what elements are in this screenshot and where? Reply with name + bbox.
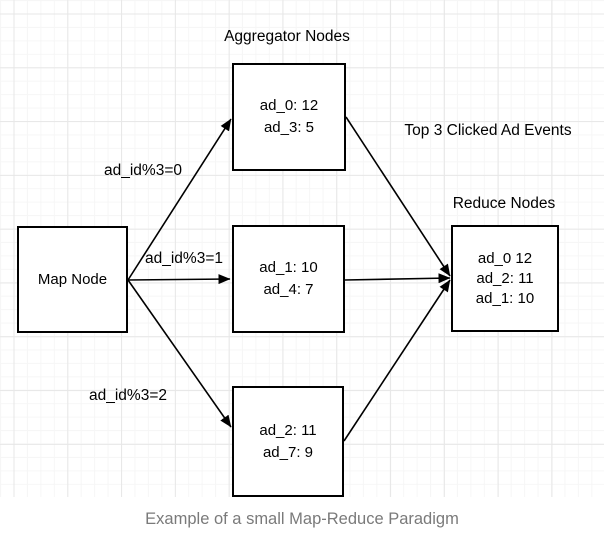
edge-label-mod1: ad_id%3=1	[145, 250, 223, 267]
edge-label-mod0: ad_id%3=0	[104, 162, 182, 179]
map-node-box: Map Node	[17, 226, 128, 333]
aggregator-node-1-line-2: ad_4: 7	[263, 281, 314, 298]
aggregator-node-0-box: ad_0: 12 ad_3: 5	[232, 63, 346, 171]
map-node-label: Map Node	[37, 270, 108, 288]
reduce-node-line-3: ad_1: 10	[475, 289, 535, 307]
reduce-node-line-2: ad_2: 11	[476, 269, 534, 287]
edge-label-mod2: ad_id%3=2	[89, 387, 167, 404]
aggregator-node-2-line-1: ad_2: 11	[259, 421, 317, 439]
aggregator-node-1-line-1: ad_1: 10	[259, 259, 318, 276]
top3-clicked-ad-events-label: Top 3 Clicked Ad Events	[404, 122, 572, 139]
aggregator-node-1-box: ad_1: 10 ad_4: 7	[232, 225, 345, 333]
aggregator-node-0-line-2: ad_3: 5	[263, 119, 315, 136]
reduce-nodes-label: Reduce Nodes	[452, 195, 556, 212]
aggregator-node-2-line-2: ad_7: 9	[262, 443, 314, 461]
reduce-node-box: ad_0 12 ad_2: 11 ad_1: 10	[451, 225, 559, 332]
aggregator-nodes-label: Aggregator Nodes	[224, 28, 350, 45]
aggregator-node-2-box: ad_2: 11 ad_7: 9	[232, 386, 344, 497]
reduce-node-line-1: ad_0 12	[477, 249, 533, 267]
aggregator-node-0-line-1: ad_0: 12	[259, 97, 319, 114]
figure-caption: Example of a small Map-Reduce Paradigm	[145, 510, 459, 528]
